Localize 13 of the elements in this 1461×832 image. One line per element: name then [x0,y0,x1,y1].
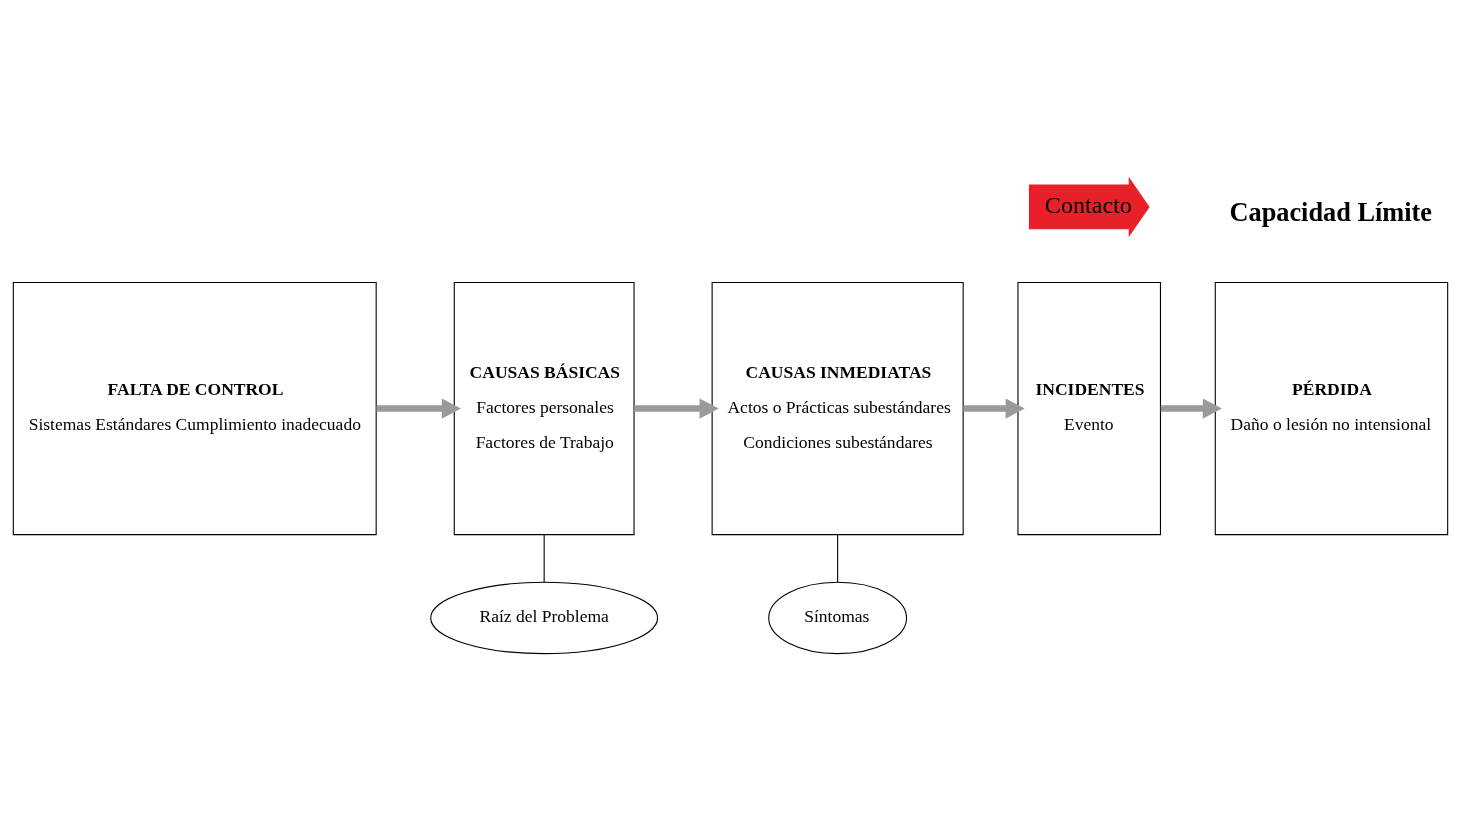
node-box: FALTA DE CONTROL Sistemas Estándares Cumplimiento inadecuado [12,281,377,536]
arrow [1160,398,1222,419]
node-box: CAUSAS BÁSICAS Factores personales Factores de Trabajo [453,281,635,536]
arrow [963,398,1025,419]
node-ellipse: Síntomas [768,581,908,655]
node-box: CAUSAS INMEDIATAS Actos o Prácticas subestándares Condiciones subestándares [711,281,964,536]
label: Capacidad Límite [1229,198,1432,228]
node-box: PÉRDIDA Daño o lesión no intensional [1214,281,1449,536]
node-ellipse: Raíz del Problema [430,581,659,655]
node-box: INCIDENTES Evento [1017,281,1161,536]
arrow [376,398,461,419]
connector [543,534,545,583]
connector [837,534,839,583]
